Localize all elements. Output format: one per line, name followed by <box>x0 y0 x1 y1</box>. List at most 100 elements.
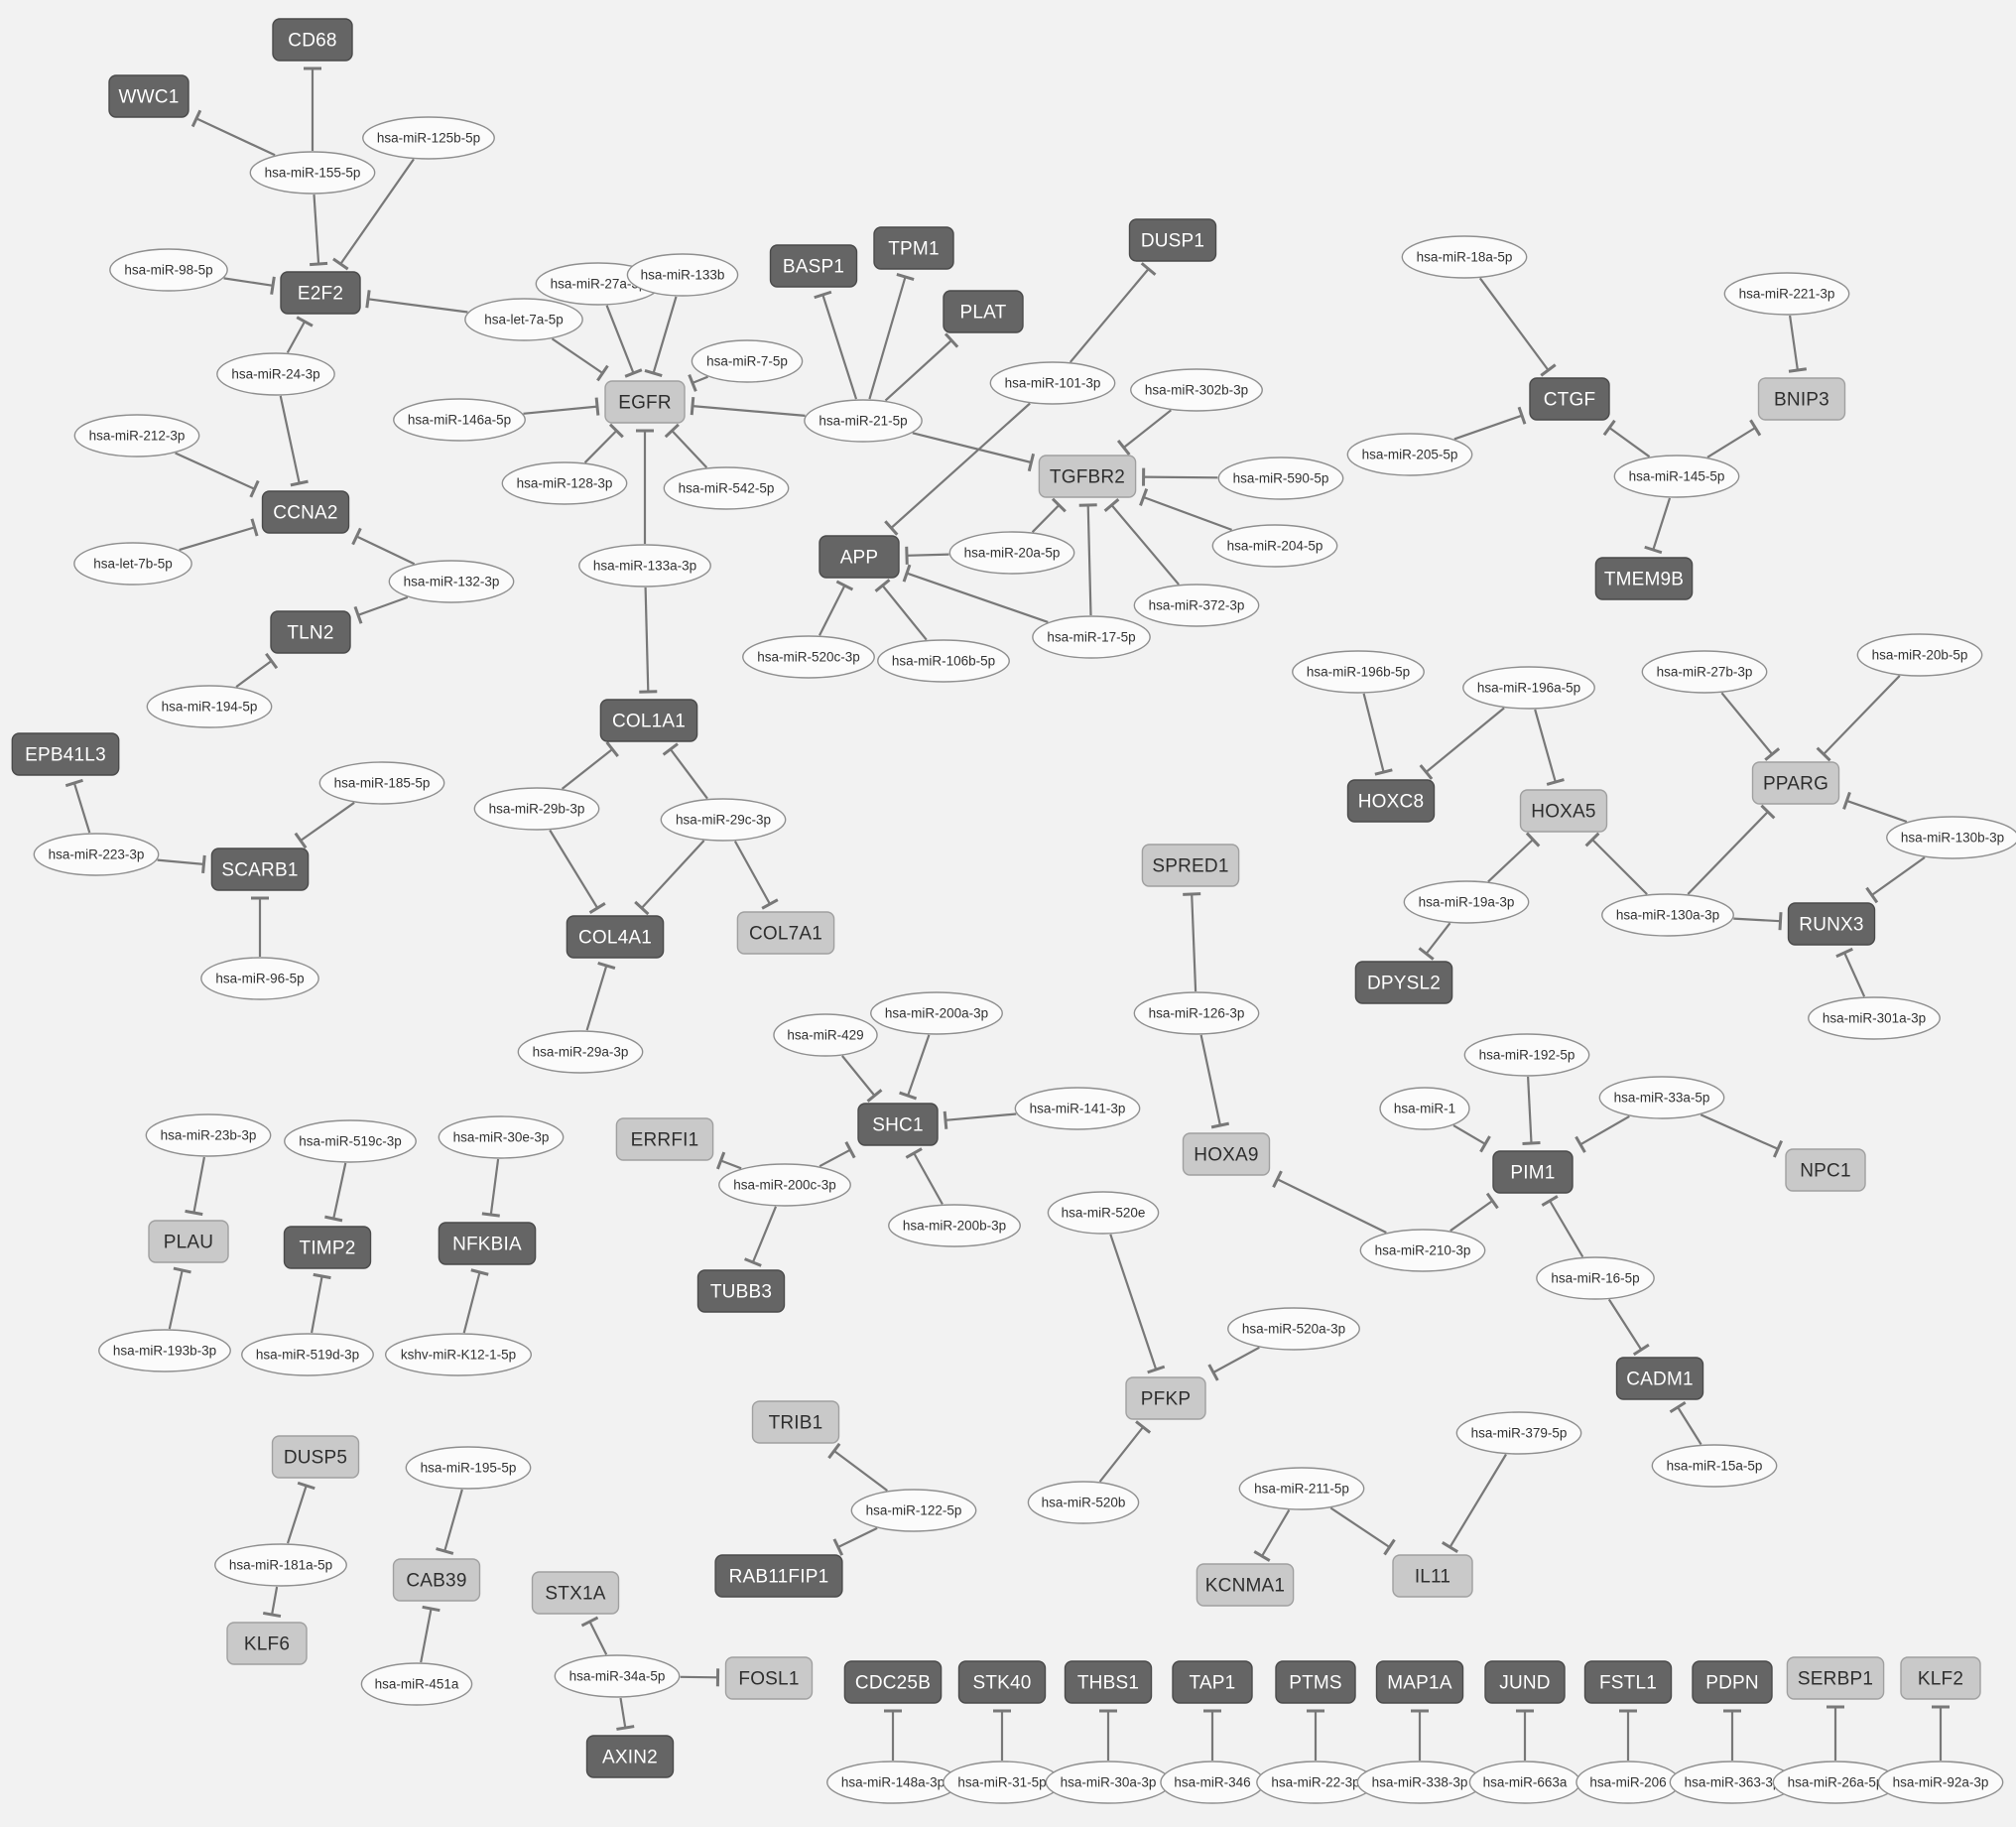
mirna-node-hsa-miR-1[interactable]: hsa-miR-1 <box>1379 1087 1470 1130</box>
mirna-node-hsa-miR-302b-3p[interactable]: hsa-miR-302b-3p <box>1130 368 1263 412</box>
mirna-node-hsa-miR-130a-3p[interactable]: hsa-miR-130a-3p <box>1601 893 1734 937</box>
mirna-node-hsa-miR-20a-5p[interactable]: hsa-miR-20a-5p <box>948 531 1075 575</box>
gene-node-CADM1[interactable]: CADM1 <box>1615 1357 1704 1400</box>
gene-node-TLN2[interactable]: TLN2 <box>270 610 351 654</box>
mirna-node-hsa-miR-17-5p[interactable]: hsa-miR-17-5p <box>1032 615 1151 659</box>
mirna-node-hsa-miR-30a-3p[interactable]: hsa-miR-30a-3p <box>1045 1761 1172 1804</box>
gene-node-TAP1[interactable]: TAP1 <box>1172 1660 1253 1704</box>
gene-node-PFKP[interactable]: PFKP <box>1125 1376 1206 1420</box>
mirna-node-kshv-miR-K12-1-5p[interactable]: kshv-miR-K12-1-5p <box>384 1333 533 1376</box>
gene-node-FOSL1[interactable]: FOSL1 <box>724 1656 814 1700</box>
gene-node-RAB11FIP1[interactable]: RAB11FIP1 <box>714 1554 843 1598</box>
gene-node-TRIB1[interactable]: TRIB1 <box>751 1400 840 1444</box>
mirna-node-hsa-miR-29c-3p[interactable]: hsa-miR-29c-3p <box>660 798 787 842</box>
gene-node-EPB41L3[interactable]: EPB41L3 <box>11 732 120 776</box>
mirna-node-hsa-miR-27b-3p[interactable]: hsa-miR-27b-3p <box>1641 650 1768 694</box>
gene-node-PLAT[interactable]: PLAT <box>943 290 1024 333</box>
gene-node-TGFBR2[interactable]: TGFBR2 <box>1038 455 1137 498</box>
mirna-node-hsa-miR-20b-5p[interactable]: hsa-miR-20b-5p <box>1856 633 1983 677</box>
mirna-node-hsa-miR-148a-3p[interactable]: hsa-miR-148a-3p <box>826 1761 959 1804</box>
gene-node-PTMS[interactable]: PTMS <box>1275 1660 1356 1704</box>
gene-node-FSTL1[interactable]: FSTL1 <box>1583 1660 1673 1704</box>
mirna-node-hsa-miR-200b-3p[interactable]: hsa-miR-200b-3p <box>888 1204 1021 1247</box>
mirna-node-hsa-miR-133a-3p[interactable]: hsa-miR-133a-3p <box>578 544 711 587</box>
mirna-node-hsa-miR-338-3p[interactable]: hsa-miR-338-3p <box>1356 1761 1483 1804</box>
mirna-node-hsa-miR-379-5p[interactable]: hsa-miR-379-5p <box>1455 1411 1582 1455</box>
mirna-node-hsa-miR-98-5p[interactable]: hsa-miR-98-5p <box>109 248 228 292</box>
mirna-node-hsa-miR-210-3p[interactable]: hsa-miR-210-3p <box>1359 1229 1486 1272</box>
mirna-node-hsa-miR-200a-3p[interactable]: hsa-miR-200a-3p <box>870 991 1003 1035</box>
mirna-node-hsa-miR-301a-3p[interactable]: hsa-miR-301a-3p <box>1808 996 1941 1040</box>
gene-node-BNIP3[interactable]: BNIP3 <box>1757 377 1846 421</box>
mirna-node-hsa-miR-133b[interactable]: hsa-miR-133b <box>626 253 739 297</box>
mirna-node-hsa-miR-590-5p[interactable]: hsa-miR-590-5p <box>1217 457 1344 500</box>
gene-node-CDC25B[interactable]: CDC25B <box>843 1660 943 1704</box>
mirna-node-hsa-let-7b-5p[interactable]: hsa-let-7b-5p <box>73 542 192 586</box>
gene-node-TIMP2[interactable]: TIMP2 <box>283 1226 372 1269</box>
mirna-node-hsa-miR-122-5p[interactable]: hsa-miR-122-5p <box>850 1489 977 1532</box>
mirna-node-hsa-miR-128-3p[interactable]: hsa-miR-128-3p <box>501 461 628 505</box>
mirna-node-hsa-miR-221-3p[interactable]: hsa-miR-221-3p <box>1723 272 1850 316</box>
gene-node-PPARG[interactable]: PPARG <box>1751 761 1840 805</box>
mirna-node-hsa-let-7a-5p[interactable]: hsa-let-7a-5p <box>464 298 583 341</box>
gene-node-BASP1[interactable]: BASP1 <box>769 244 858 288</box>
gene-node-CD68[interactable]: CD68 <box>272 18 353 62</box>
gene-node-APP[interactable]: APP <box>819 535 900 579</box>
mirna-node-hsa-miR-205-5p[interactable]: hsa-miR-205-5p <box>1346 433 1473 476</box>
mirna-node-hsa-miR-21-5p[interactable]: hsa-miR-21-5p <box>804 399 923 443</box>
mirna-node-hsa-miR-520e[interactable]: hsa-miR-520e <box>1047 1191 1160 1235</box>
mirna-node-hsa-miR-155-5p[interactable]: hsa-miR-155-5p <box>249 151 376 195</box>
mirna-node-hsa-miR-194-5p[interactable]: hsa-miR-194-5p <box>146 685 273 728</box>
gene-node-RUNX3[interactable]: RUNX3 <box>1787 902 1876 946</box>
mirna-node-hsa-miR-211-5p[interactable]: hsa-miR-211-5p <box>1238 1467 1365 1510</box>
mirna-node-hsa-miR-92a-3p[interactable]: hsa-miR-92a-3p <box>1877 1761 2004 1804</box>
gene-node-TPM1[interactable]: TPM1 <box>873 226 954 270</box>
gene-node-AXIN2[interactable]: AXIN2 <box>585 1735 675 1778</box>
mirna-node-hsa-miR-206[interactable]: hsa-miR-206 <box>1575 1761 1681 1804</box>
gene-node-IL11[interactable]: IL11 <box>1392 1554 1473 1598</box>
mirna-node-hsa-miR-141-3p[interactable]: hsa-miR-141-3p <box>1014 1087 1141 1130</box>
mirna-node-hsa-miR-200c-3p[interactable]: hsa-miR-200c-3p <box>718 1163 851 1207</box>
mirna-node-hsa-miR-196b-5p[interactable]: hsa-miR-196b-5p <box>1292 650 1425 694</box>
mirna-node-hsa-miR-519c-3p[interactable]: hsa-miR-519c-3p <box>284 1119 417 1163</box>
mirna-node-hsa-miR-16-5p[interactable]: hsa-miR-16-5p <box>1536 1256 1655 1300</box>
gene-node-CTGF[interactable]: CTGF <box>1529 377 1610 421</box>
gene-node-CAB39[interactable]: CAB39 <box>392 1558 481 1602</box>
mirna-node-hsa-miR-519d-3p[interactable]: hsa-miR-519d-3p <box>241 1333 374 1376</box>
gene-node-STX1A[interactable]: STX1A <box>531 1571 620 1615</box>
mirna-node-hsa-miR-145-5p[interactable]: hsa-miR-145-5p <box>1613 455 1740 498</box>
mirna-node-hsa-miR-101-3p[interactable]: hsa-miR-101-3p <box>989 361 1116 405</box>
gene-node-NPC1[interactable]: NPC1 <box>1785 1148 1866 1192</box>
mirna-node-hsa-miR-18a-5p[interactable]: hsa-miR-18a-5p <box>1401 235 1528 279</box>
gene-node-DUSP5[interactable]: DUSP5 <box>271 1435 360 1479</box>
gene-node-WWC1[interactable]: WWC1 <box>108 74 189 118</box>
mirna-node-hsa-miR-7-5p[interactable]: hsa-miR-7-5p <box>691 339 804 383</box>
mirna-node-hsa-miR-106b-5p[interactable]: hsa-miR-106b-5p <box>877 639 1010 683</box>
mirna-node-hsa-miR-185-5p[interactable]: hsa-miR-185-5p <box>318 761 445 805</box>
gene-node-JUND[interactable]: JUND <box>1484 1660 1566 1704</box>
mirna-node-hsa-miR-520c-3p[interactable]: hsa-miR-520c-3p <box>742 635 875 679</box>
mirna-node-hsa-miR-196a-5p[interactable]: hsa-miR-196a-5p <box>1462 666 1595 710</box>
gene-node-STK40[interactable]: STK40 <box>957 1660 1047 1704</box>
mirna-node-hsa-miR-212-3p[interactable]: hsa-miR-212-3p <box>73 414 200 457</box>
gene-node-KCNMA1[interactable]: KCNMA1 <box>1196 1563 1295 1607</box>
mirna-node-hsa-miR-125b-5p[interactable]: hsa-miR-125b-5p <box>362 116 495 160</box>
mirna-node-hsa-miR-663a[interactable]: hsa-miR-663a <box>1468 1761 1581 1804</box>
mirna-node-hsa-miR-193b-3p[interactable]: hsa-miR-193b-3p <box>98 1329 231 1372</box>
mirna-node-hsa-miR-126-3p[interactable]: hsa-miR-126-3p <box>1133 991 1260 1035</box>
mirna-node-hsa-miR-33a-5p[interactable]: hsa-miR-33a-5p <box>1598 1076 1725 1119</box>
mirna-node-hsa-miR-130b-3p[interactable]: hsa-miR-130b-3p <box>1886 816 2016 859</box>
mirna-node-hsa-miR-192-5p[interactable]: hsa-miR-192-5p <box>1463 1033 1590 1077</box>
mirna-node-hsa-miR-15a-5p[interactable]: hsa-miR-15a-5p <box>1651 1444 1778 1488</box>
mirna-node-hsa-miR-19a-3p[interactable]: hsa-miR-19a-3p <box>1403 880 1530 924</box>
gene-node-EGFR[interactable]: EGFR <box>604 380 686 424</box>
gene-node-TMEM9B[interactable]: TMEM9B <box>1594 557 1694 600</box>
gene-node-HOXA5[interactable]: HOXA5 <box>1519 789 1608 833</box>
gene-node-CCNA2[interactable]: CCNA2 <box>261 490 350 534</box>
gene-node-E2F2[interactable]: E2F2 <box>280 271 361 315</box>
gene-node-KLF6[interactable]: KLF6 <box>226 1622 308 1665</box>
mirna-node-hsa-miR-372-3p[interactable]: hsa-miR-372-3p <box>1133 584 1260 627</box>
mirna-node-hsa-miR-451a[interactable]: hsa-miR-451a <box>360 1662 473 1706</box>
mirna-node-hsa-miR-29b-3p[interactable]: hsa-miR-29b-3p <box>473 787 600 831</box>
mirna-node-hsa-miR-429[interactable]: hsa-miR-429 <box>773 1013 878 1057</box>
